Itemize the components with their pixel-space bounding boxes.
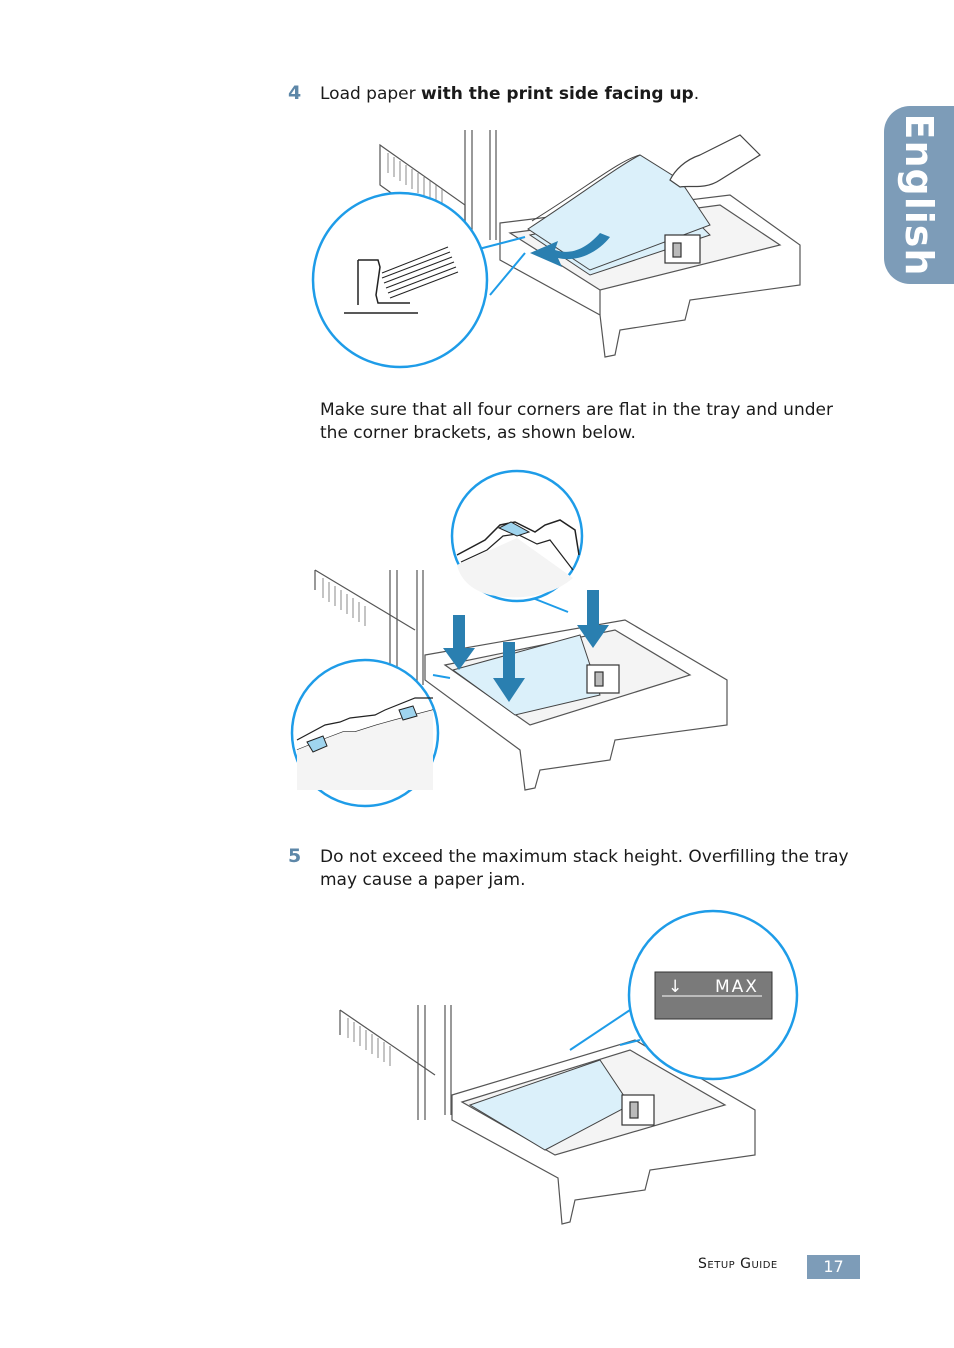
load-paper-illustration	[311, 130, 801, 369]
corner-brackets-illustration	[290, 469, 728, 808]
step-4-text-prefix: Load paper	[320, 84, 422, 104]
press-arrows	[443, 590, 609, 702]
max-arrow-icon: ↓	[668, 977, 682, 997]
max-label-callout: ↓ MAX	[569, 909, 799, 1081]
paper-side-callout	[311, 191, 526, 369]
step-5-text: Do not exceed the maximum stack height. …	[320, 847, 849, 890]
step-4-number: 4	[288, 82, 302, 104]
top-corner-callout	[450, 469, 584, 613]
language-tab: English	[884, 106, 954, 284]
left-corner-callout	[290, 658, 451, 808]
insert-arrow	[530, 233, 610, 267]
step-4-text-bold: with the print side facing up	[421, 84, 694, 104]
step-4-text: Load paper with the print side facing up…	[320, 83, 699, 106]
max-stack-illustration: ↓ MAX	[339, 909, 799, 1225]
paper-sheet	[451, 634, 601, 716]
step-4-text-suffix: .	[693, 84, 700, 104]
footer-guide-label: Setup Guide	[698, 1256, 778, 1272]
step-5-number: 5	[288, 845, 302, 867]
page-number: 17	[807, 1255, 860, 1279]
language-tab-label: English	[897, 113, 941, 277]
corners-note-text: Make sure that all four corners are flat…	[320, 400, 833, 443]
hand	[669, 134, 761, 188]
max-label-text: MAX	[715, 977, 759, 997]
